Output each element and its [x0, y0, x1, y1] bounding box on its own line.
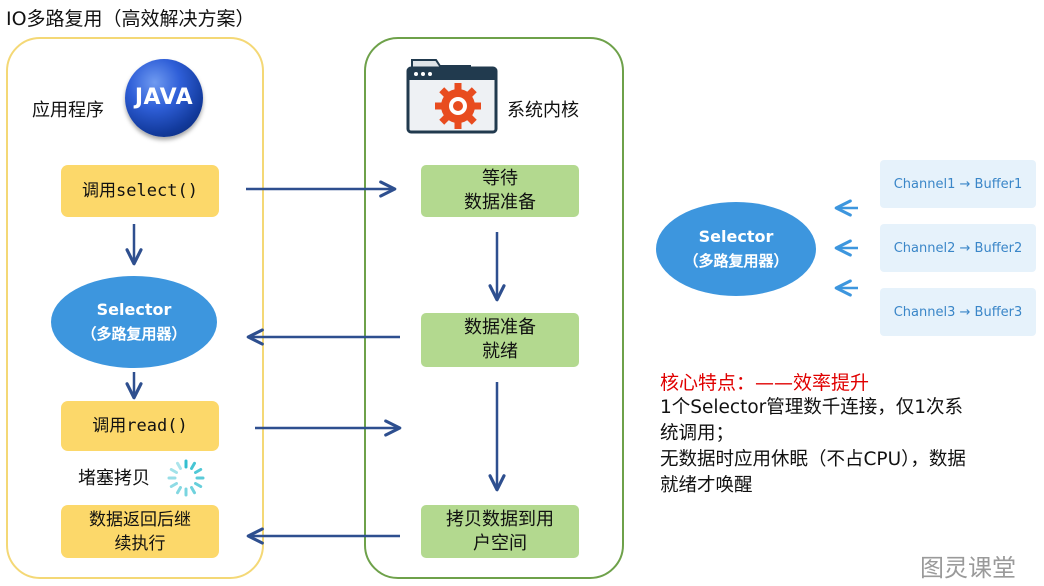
copy-line-2: 户空间	[473, 532, 527, 554]
selector-ellipse: Selector （多路复用器）	[51, 276, 217, 368]
read-call-label: 调用read()	[92, 416, 188, 436]
channel-box-2: Channel2 → Buffer2	[880, 224, 1036, 272]
feature-description: 1个Selector管理数千连接，仅1次系 统调用； 无数据时应用休眠（不占CP…	[660, 395, 1044, 499]
feature-line-4: 就绪才唤醒	[660, 475, 753, 496]
resume-line-1: 数据返回后继	[89, 509, 191, 530]
blocking-copy-label: 堵塞拷贝	[78, 468, 150, 489]
resume-line-2: 续执行	[114, 533, 166, 554]
java-logo-text: JAVA	[134, 85, 194, 110]
channel-box-1: Channel1 → Buffer1	[880, 160, 1036, 208]
select-call-label: 调用select()	[82, 181, 198, 201]
feature-line-1: 1个Selector管理数千连接，仅1次系	[660, 397, 964, 418]
side-selector-subtitle: （多路复用器）	[683, 252, 789, 270]
side-selector-name: Selector	[698, 227, 774, 246]
ready-line-1: 数据准备	[464, 317, 536, 338]
wait-data-box: 等待 数据准备	[421, 165, 579, 217]
application-label: 应用程序	[32, 100, 104, 121]
kernel-label: 系统内核	[507, 100, 579, 121]
feature-line-3: 无数据时应用休眠（不占CPU），数据	[660, 449, 966, 470]
wait-line-2: 数据准备	[464, 192, 536, 213]
channel-label-3: Channel3 → Buffer3	[893, 304, 1023, 320]
kernel-window-icon	[406, 59, 498, 134]
loading-spinner-icon	[167, 459, 205, 497]
selector-name: Selector	[96, 300, 172, 319]
channel-label-2: Channel2 → Buffer2	[893, 240, 1023, 256]
page-title: IO多路复用（高效解决方案）	[6, 8, 255, 30]
java-logo-icon: JAVA	[125, 59, 203, 137]
channel-box-3: Channel3 → Buffer3	[880, 288, 1036, 336]
feature-line-2: 统调用；	[660, 423, 735, 444]
select-call-box: 调用select()	[61, 165, 219, 217]
watermark: 图灵课堂	[920, 554, 1016, 582]
feature-title: 核心特点：——效率提升	[660, 372, 870, 394]
read-call-box: 调用read()	[61, 401, 219, 451]
resume-execution-box: 数据返回后继 续执行	[61, 505, 219, 558]
ready-line-2: 就绪	[482, 341, 518, 362]
copy-to-user-box: 拷贝数据到用 户空间	[421, 505, 579, 558]
channel-label-1: Channel1 → Buffer1	[893, 176, 1023, 192]
selector-ellipse-side: Selector （多路复用器）	[656, 202, 816, 296]
selector-subtitle: （多路复用器）	[81, 325, 187, 343]
wait-line-1: 等待	[482, 168, 518, 189]
data-ready-box: 数据准备 就绪	[421, 313, 579, 367]
copy-line-1: 拷贝数据到用	[446, 508, 554, 530]
